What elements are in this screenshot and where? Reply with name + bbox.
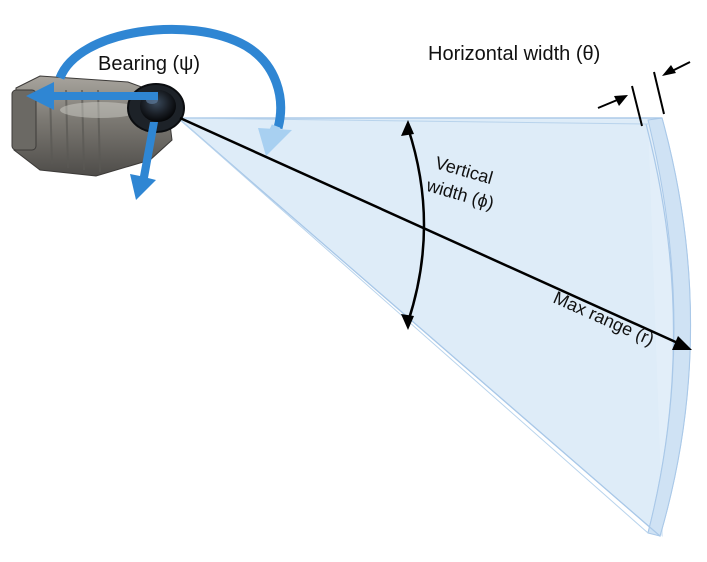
axis-arrow-down bbox=[130, 122, 158, 200]
beam-top-inner-edge bbox=[177, 117, 649, 125]
vertical-width-arc bbox=[406, 127, 426, 323]
horizontal-width-label: Horizontal width (θ) bbox=[428, 43, 600, 65]
horizontal-width-arrowhead-right bbox=[662, 65, 676, 76]
max-range-arrowhead bbox=[672, 336, 692, 350]
vertical-width-indicator bbox=[401, 120, 426, 330]
bearing-label: Bearing (ψ) bbox=[98, 53, 200, 75]
sensor-highlight bbox=[60, 102, 140, 118]
sonar-beam bbox=[176, 117, 692, 538]
axis-arrow-left bbox=[26, 82, 158, 110]
max-range-indicator bbox=[179, 116, 692, 350]
beam-bottom-inner-edge bbox=[177, 117, 649, 534]
bearing-arrowhead bbox=[258, 128, 292, 156]
curved-rotation-arrow-icon bbox=[55, 24, 292, 156]
bearing-arc bbox=[55, 24, 286, 130]
horizontal-width-arrowhead-left bbox=[614, 95, 628, 106]
horizontal-width-tick-left bbox=[631, 85, 643, 127]
horizontal-width-indicator bbox=[597, 61, 691, 127]
horizontal-width-tick-right bbox=[653, 71, 665, 115]
beam-bottom-edge bbox=[177, 117, 661, 537]
max-range-line bbox=[179, 116, 681, 346]
sensor-axis-arrows bbox=[26, 82, 158, 200]
sensor-rear-plate bbox=[11, 89, 37, 151]
vertical-width-arrowhead-top bbox=[401, 120, 414, 136]
sensor-ribs bbox=[49, 89, 101, 173]
vertical-width-arrowhead-bottom bbox=[401, 314, 414, 330]
